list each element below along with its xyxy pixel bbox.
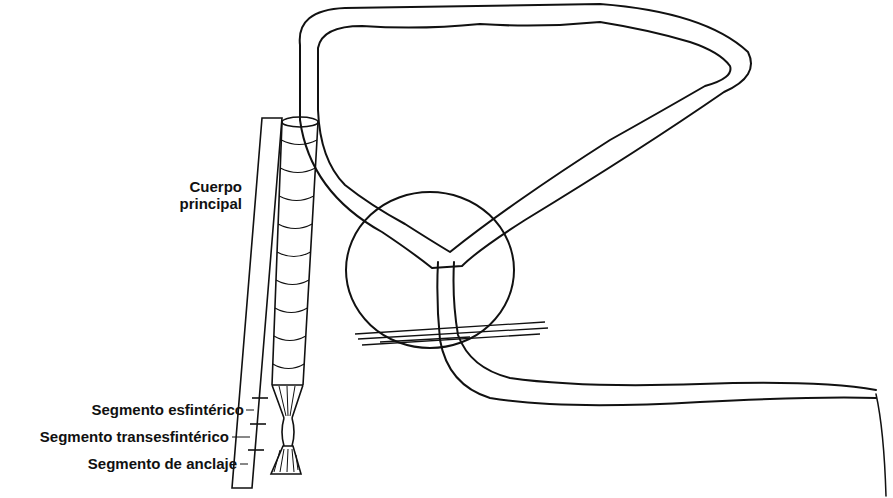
stent-device xyxy=(232,117,318,488)
pelvic-floor xyxy=(355,322,548,345)
body-ring xyxy=(275,308,307,313)
body-ring xyxy=(278,224,312,229)
body-ring xyxy=(280,168,315,173)
body-ring xyxy=(277,252,311,257)
anchor-segment xyxy=(271,446,301,474)
transsphincteric-segment xyxy=(282,418,294,446)
bladder-outer-wall xyxy=(300,4,751,268)
body-ring xyxy=(276,280,309,285)
device-top xyxy=(282,117,318,127)
scale-tick xyxy=(252,397,268,399)
urethra-wall xyxy=(437,262,876,405)
main-body xyxy=(272,122,318,385)
anchor-struts xyxy=(274,449,298,472)
urethra-wall xyxy=(454,262,877,390)
body-ring xyxy=(274,336,306,341)
sphincteric-segment xyxy=(272,385,303,418)
part-label: Segmento esfintérico xyxy=(91,401,244,418)
body-ring xyxy=(279,196,314,201)
scale-tick xyxy=(250,423,266,425)
catheter-wire xyxy=(876,394,886,496)
sphincteric-struts xyxy=(279,386,295,416)
prostate xyxy=(346,192,514,348)
body-rings xyxy=(273,140,317,369)
part-label: Cuerpo principal xyxy=(164,178,242,212)
scale-tick xyxy=(248,449,264,451)
part-label: Segmento transesfintérico xyxy=(40,428,229,445)
bladder-inner-wall xyxy=(318,22,730,252)
part-label: Segmento de anclaje xyxy=(88,455,237,472)
body-ring xyxy=(281,140,317,145)
body-ring xyxy=(273,364,304,369)
